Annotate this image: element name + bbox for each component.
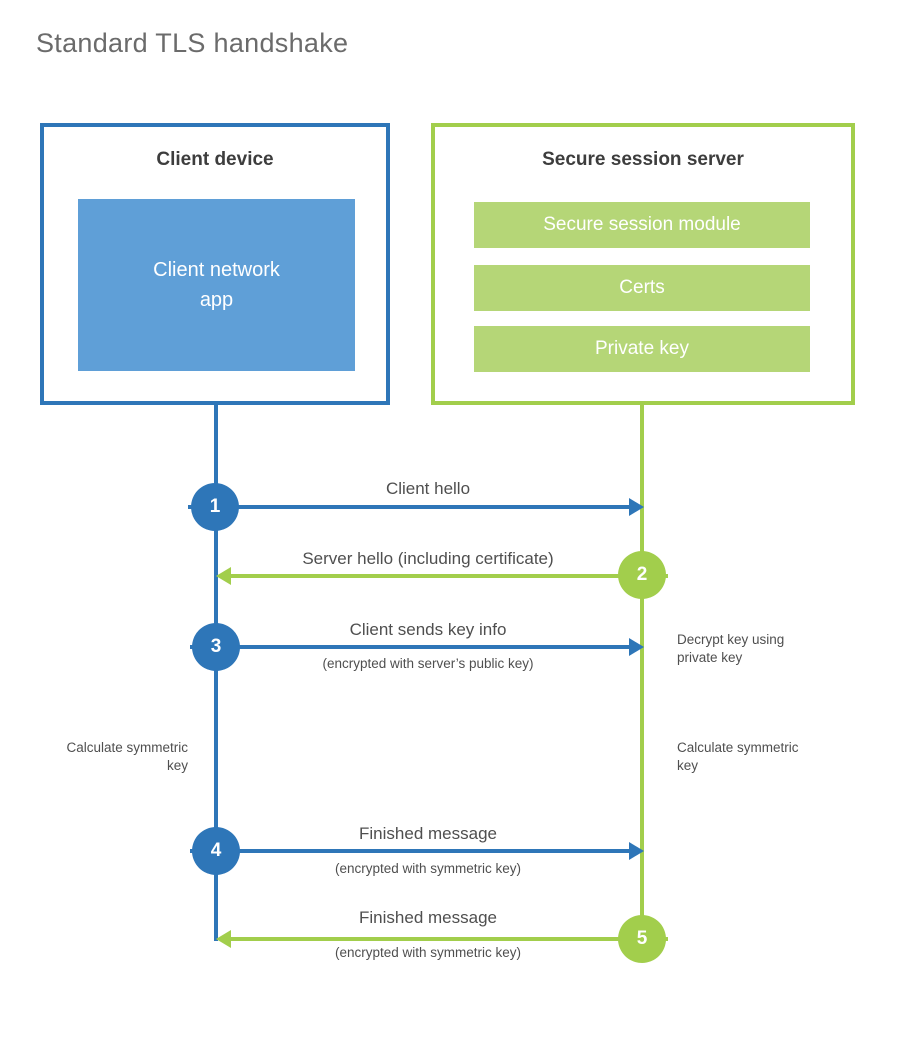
- message-label-finished-client: Finished message: [359, 824, 497, 843]
- step-circle-1: 1: [191, 483, 239, 531]
- message-label-client-hello: Client hello: [385, 479, 471, 498]
- step-number: 1: [209, 496, 221, 517]
- annotation-decrypt-key: Decrypt key using private key: [677, 632, 785, 665]
- arrow-line-step4: [190, 849, 629, 853]
- message-label-finished-server: Finished message: [359, 908, 497, 927]
- message-sublabel-encrypted-public-key: (encrypted with server’s public key): [322, 656, 534, 671]
- arrow-line-step1: [188, 505, 629, 509]
- arrowhead-left-icon: [216, 567, 231, 585]
- annotation-calculate-symmetric-key-server: Calculate symmetric key: [677, 740, 799, 773]
- arrow-line-step5: [231, 937, 668, 941]
- arrow-line-step2: [231, 574, 668, 578]
- client-lifeline: [214, 404, 218, 941]
- message-sublabel-encrypted-symmetric-key: (encrypted with symmetric key): [334, 861, 522, 876]
- arrow-line-step3: [190, 645, 629, 649]
- server-module-private-key: Private key: [474, 326, 810, 372]
- step-circle-5: 5: [618, 915, 666, 963]
- step-number: 4: [210, 840, 222, 861]
- step-circle-3: 3: [192, 623, 240, 671]
- client-network-app-box: Client network app: [78, 199, 355, 371]
- step-number: 5: [636, 928, 648, 949]
- client-network-app-label: Client network app: [153, 259, 280, 311]
- diagram-title: Standard TLS handshake: [36, 28, 349, 58]
- secure-session-server-box: Secure session server Secure session mod…: [431, 123, 855, 405]
- message-sublabel-encrypted-symmetric-key: (encrypted with symmetric key): [334, 945, 522, 960]
- client-device-title: Client device: [156, 149, 274, 170]
- arrowhead-right-icon: [629, 638, 644, 656]
- server-module-secure-session: Secure session module: [474, 202, 810, 248]
- server-lifeline: [640, 404, 644, 939]
- secure-session-server-title: Secure session server: [542, 149, 744, 170]
- step-number: 2: [636, 564, 648, 585]
- step-circle-4: 4: [192, 827, 240, 875]
- step-circle-2: 2: [618, 551, 666, 599]
- arrowhead-right-icon: [629, 842, 644, 860]
- step-number: 3: [210, 636, 222, 657]
- arrowhead-left-icon: [216, 930, 231, 948]
- arrowhead-right-icon: [629, 498, 644, 516]
- client-device-box: Client device Client network app: [40, 123, 390, 405]
- message-label-server-hello: Server hello (including certificate): [302, 549, 554, 568]
- server-module-certs: Certs: [474, 265, 810, 311]
- annotation-calculate-symmetric-key-client: Calculate symmetric key: [66, 740, 188, 773]
- message-label-client-key-info: Client sends key info: [349, 620, 507, 639]
